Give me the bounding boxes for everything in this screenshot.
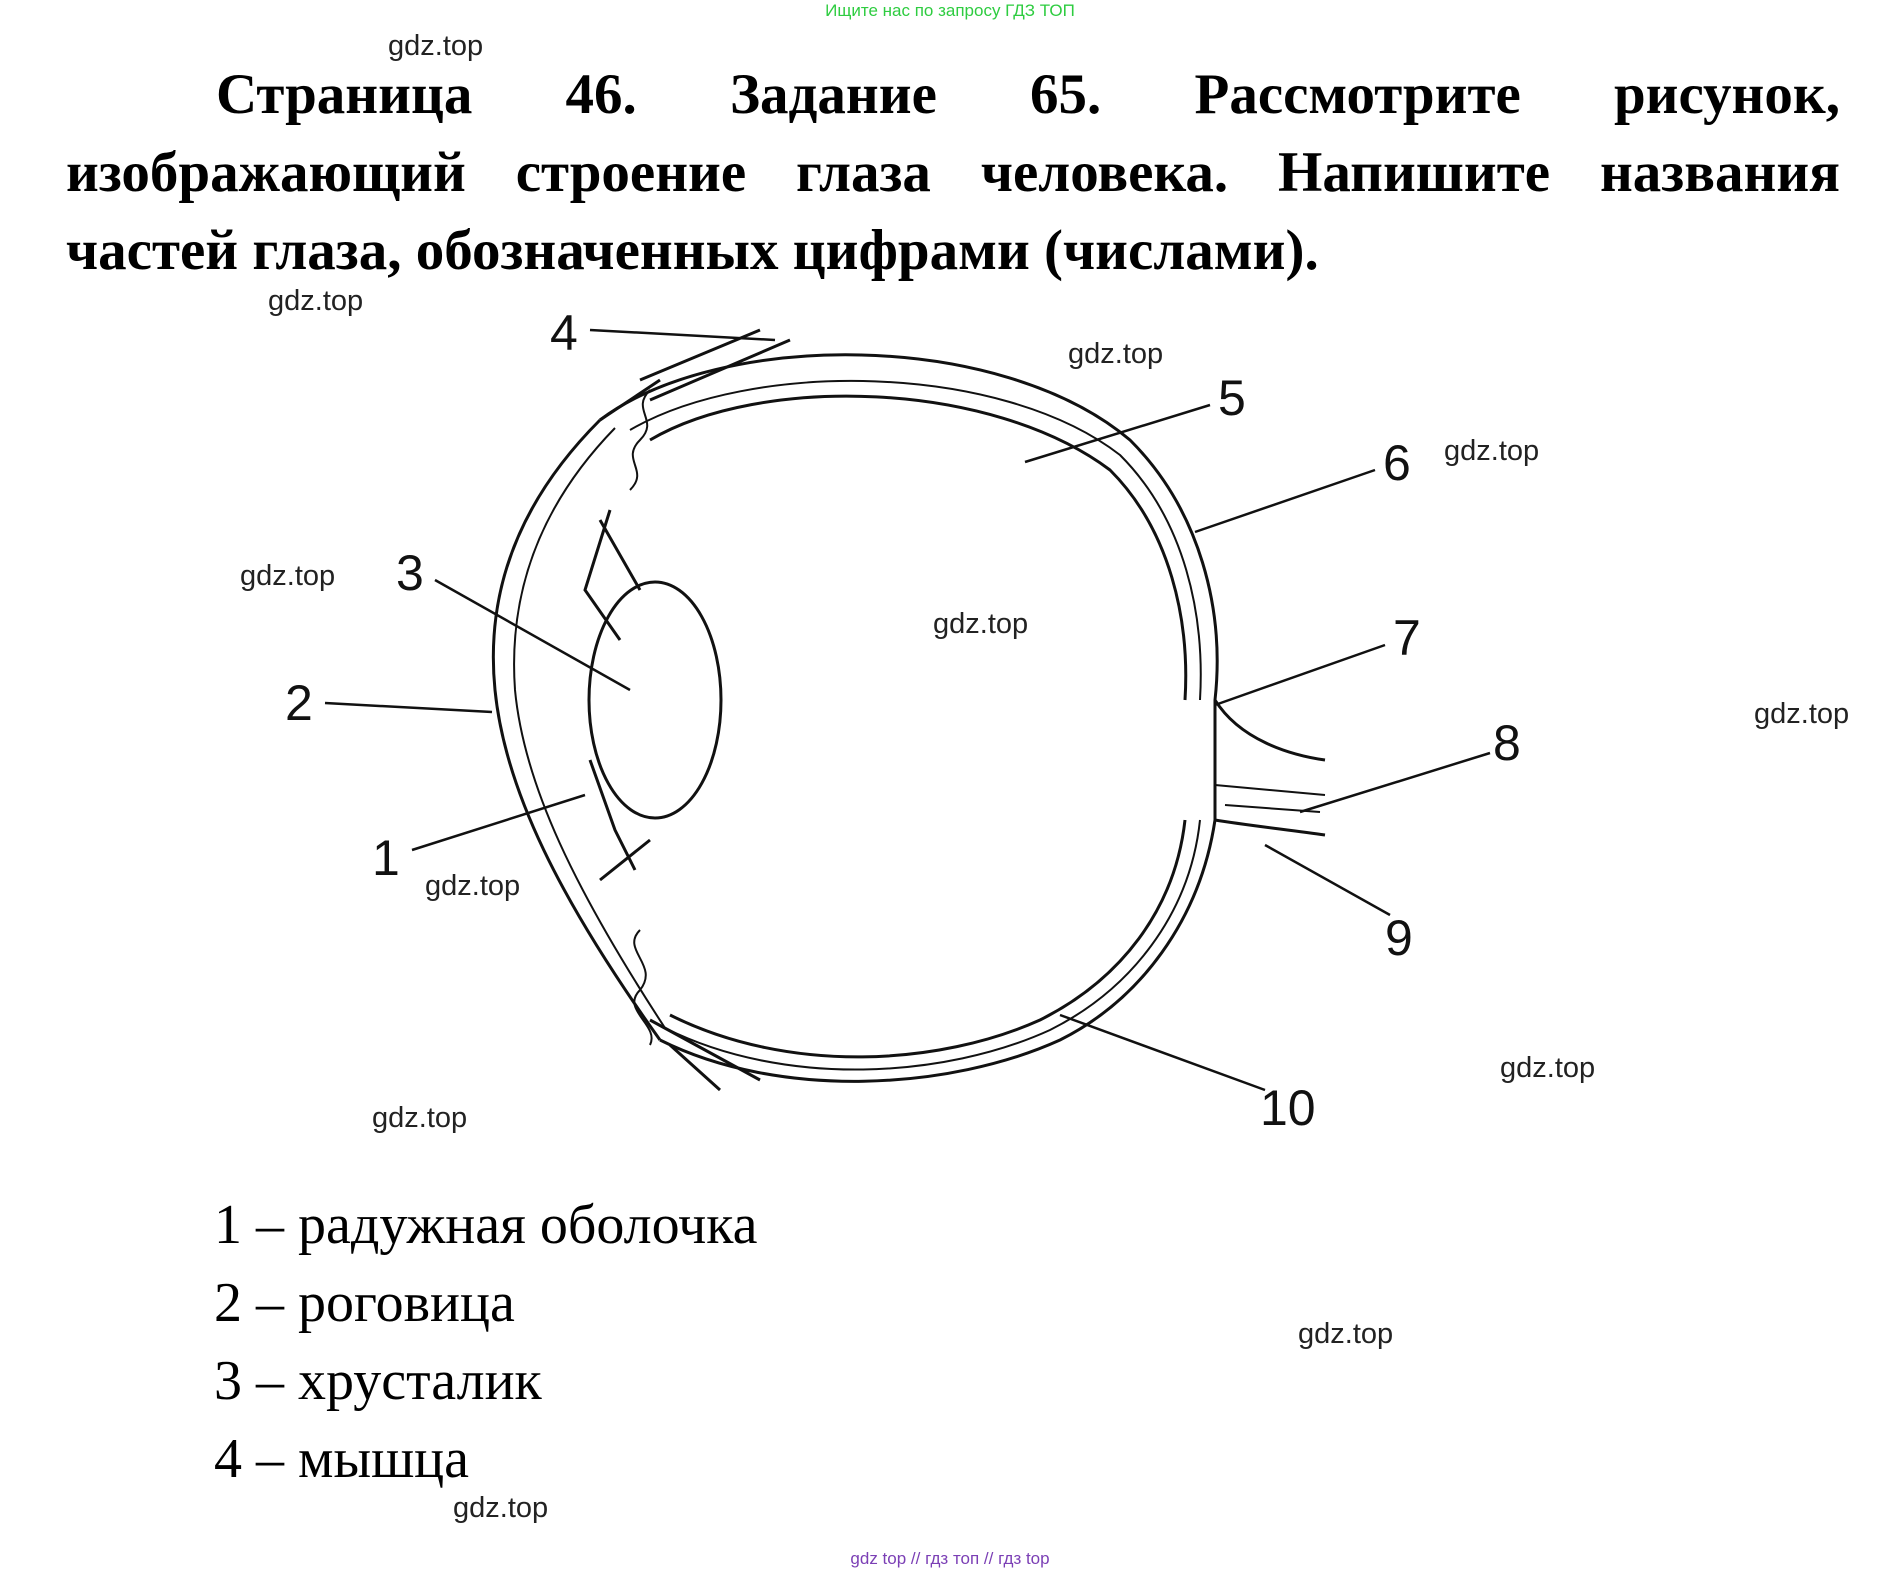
leader-8 bbox=[1299, 751, 1491, 814]
leader-4 bbox=[589, 328, 776, 342]
watermark: gdz.top bbox=[453, 1492, 549, 1524]
label-10: 10 bbox=[1260, 1080, 1316, 1136]
muscle-lower bbox=[649, 1018, 761, 1092]
label-7: 7 bbox=[1393, 610, 1421, 666]
eyelid-upper bbox=[629, 389, 651, 491]
answer-list: 1 – радужная оболочка 2 – роговица 3 – х… bbox=[214, 1186, 758, 1498]
watermark: gdz.top bbox=[1068, 338, 1164, 370]
label-8: 8 bbox=[1493, 715, 1521, 771]
lens-outline bbox=[587, 580, 723, 820]
label-3: 3 bbox=[396, 545, 424, 601]
watermark: gdz.top bbox=[1500, 1052, 1596, 1084]
eyelid-lower bbox=[633, 929, 653, 1046]
leader-6 bbox=[1194, 468, 1376, 534]
answer-line: 3 – хрусталик bbox=[214, 1350, 542, 1412]
answer-line: 4 – мышца bbox=[214, 1428, 470, 1490]
optic-nerve-lines bbox=[1214, 784, 1326, 813]
iris-lower bbox=[588, 759, 651, 882]
watermark: gdz.top bbox=[1754, 698, 1850, 730]
leader-2 bbox=[324, 701, 493, 714]
cornea-inner bbox=[513, 427, 666, 1029]
label-1: 1 bbox=[372, 830, 400, 886]
leader-10 bbox=[1059, 1013, 1266, 1092]
task-heading: Страница 46. Задание 65. Рассмотрите рис… bbox=[66, 63, 1840, 282]
watermark: gdz.top bbox=[1298, 1318, 1394, 1350]
leader-9 bbox=[1264, 843, 1391, 917]
leader-7 bbox=[1214, 643, 1386, 707]
choroid-outline bbox=[629, 379, 1202, 1071]
watermark: gdz.top bbox=[268, 285, 364, 317]
label-4: 4 bbox=[550, 305, 578, 361]
label-2: 2 bbox=[285, 675, 313, 731]
label-6: 6 bbox=[1383, 435, 1411, 491]
optic-nerve-upper bbox=[1213, 699, 1326, 762]
sclera-outline bbox=[599, 353, 1219, 1083]
answer-line: 1 – радужная оболочка bbox=[214, 1194, 758, 1256]
cornea-outline bbox=[491, 418, 662, 1041]
watermark: gdz.top bbox=[425, 870, 521, 902]
watermark: gdz.top bbox=[372, 1102, 468, 1134]
leader-5 bbox=[1024, 403, 1211, 464]
watermark: gdz.top bbox=[240, 560, 336, 592]
leader-3 bbox=[434, 578, 631, 692]
answer-line: 2 – роговица bbox=[214, 1272, 515, 1334]
watermark: gdz.top bbox=[1444, 435, 1540, 467]
retina-outline bbox=[649, 394, 1188, 1059]
label-9: 9 bbox=[1385, 910, 1413, 966]
top-banner[interactable]: Ищите нас по запросу ГДЗ ТОП bbox=[825, 1, 1075, 20]
optic-nerve-lower bbox=[1214, 818, 1326, 837]
leader-1 bbox=[411, 793, 586, 852]
bottom-banner[interactable]: gdz top // гдз топ // гдз top bbox=[850, 1549, 1050, 1568]
watermark: gdz.top bbox=[933, 608, 1029, 640]
iris-upper bbox=[583, 509, 642, 641]
watermark: gdz.top bbox=[388, 30, 484, 62]
label-5: 5 bbox=[1218, 370, 1246, 426]
